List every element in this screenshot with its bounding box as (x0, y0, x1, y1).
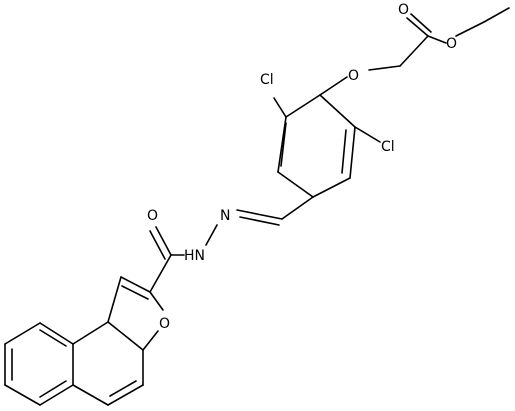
bond (4, 384, 41, 406)
bond (4, 322, 41, 345)
bond (39, 380, 67, 398)
bond (455, 21, 485, 37)
imine-nitrogen-label: N (220, 208, 230, 224)
bond (281, 196, 314, 220)
aryl-ether-oxygen-label: O (348, 68, 359, 84)
bond (39, 384, 74, 406)
furan-oxygen-label: O (159, 316, 170, 332)
ester-oxygen-label: O (446, 36, 457, 52)
bond (285, 94, 321, 118)
bond (239, 216, 280, 226)
bond (280, 122, 287, 167)
bond (312, 177, 351, 198)
bond (142, 330, 159, 351)
bond (149, 230, 166, 260)
bond (155, 226, 172, 256)
bond (107, 384, 144, 406)
bond (427, 35, 447, 44)
bond (319, 76, 348, 96)
hydrazide-nitrogen-label: HN (184, 248, 205, 264)
bond (39, 322, 74, 345)
bond (205, 224, 218, 246)
bond (319, 94, 356, 128)
bond (39, 329, 67, 347)
bond (107, 321, 144, 351)
bond (72, 321, 109, 345)
bond (273, 97, 287, 118)
bond (121, 285, 149, 300)
bond (349, 126, 356, 179)
bond (483, 7, 510, 23)
amide-oxygen-label: O (147, 208, 158, 224)
bond (277, 171, 314, 198)
bond (236, 209, 283, 220)
bond (354, 126, 381, 143)
bond (341, 129, 347, 174)
bond (149, 291, 164, 311)
bond (368, 65, 401, 71)
bond (72, 384, 109, 406)
bond (109, 380, 137, 397)
chlorine-left-label: Cl (260, 72, 274, 88)
chlorine-right-label: Cl (381, 139, 395, 155)
bond (120, 276, 151, 293)
bond (406, 17, 429, 37)
bond (399, 35, 429, 67)
bond (277, 116, 287, 173)
bond (107, 276, 122, 323)
carbonyl-oxygen-label: O (398, 2, 409, 18)
bond (410, 13, 432, 33)
bond (149, 254, 172, 293)
